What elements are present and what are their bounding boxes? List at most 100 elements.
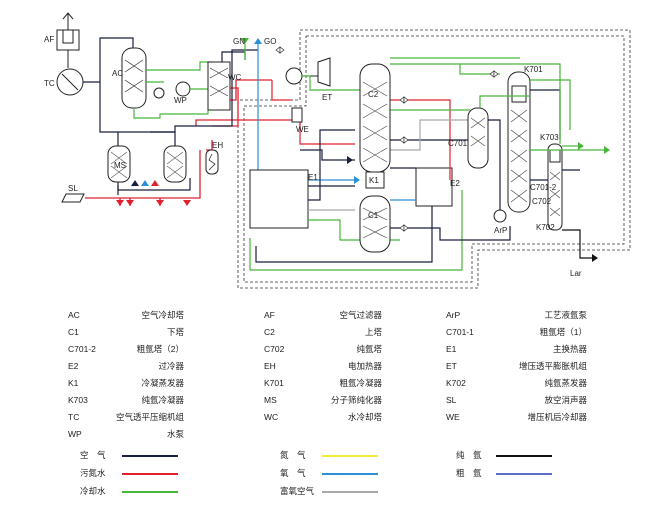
air-cooling-tower-ac (121, 47, 147, 109)
legend-code: AF (264, 310, 275, 320)
label-lar: Lar (570, 269, 582, 278)
label-c1: C1 (368, 211, 379, 220)
legend-code: E1 (446, 344, 457, 354)
condenser-evaporator-k1 (365, 171, 385, 189)
silencer-sl (61, 193, 85, 203)
legend-code: C2 (264, 327, 275, 337)
molecular-sieve-ms (107, 145, 187, 183)
legend-code: WE (446, 412, 460, 422)
legend-desc: 纯氩冷凝器 (141, 395, 184, 405)
label-af: AF (44, 35, 54, 44)
legend-code: C701-2 (68, 344, 96, 354)
legend-code: C702 (264, 344, 285, 354)
legend-code: WP (68, 429, 82, 439)
line-legend-label: 污氮水 (80, 468, 106, 478)
legend-desc: 放空消声器 (544, 395, 587, 405)
legend-desc: 冷凝蒸发器 (141, 378, 184, 388)
legend-desc: 粗氩塔（2） (136, 344, 184, 354)
legend-desc: 上塔 (364, 327, 382, 337)
lower-column-c1 (359, 195, 391, 253)
label-ac: AC (112, 69, 123, 78)
booster-aftercooler-we (291, 107, 303, 123)
line-legend-swatch (322, 473, 378, 475)
main-heat-exchanger-e1 (249, 169, 309, 229)
legend-desc: 水泵 (166, 429, 184, 439)
legend-desc: 空气透平压缩机组 (115, 412, 184, 422)
label-go: GO (264, 37, 276, 46)
compressor-tc (56, 50, 84, 96)
legend-code: C1 (68, 327, 79, 337)
water-pump-wp (153, 81, 191, 99)
line-legend-label: 空 气 (80, 450, 106, 460)
label-we: WE (296, 125, 309, 134)
label-wc: WC (228, 73, 242, 82)
line-legend-swatch (122, 473, 178, 475)
crude-argon-column-k701 (507, 71, 531, 213)
pure-argon-column-c702 (547, 143, 563, 231)
legend-desc: 工艺液氩泵 (544, 310, 587, 320)
legend-code: ET (446, 361, 457, 371)
legend-code: K701 (264, 378, 284, 388)
label-sl: SL (68, 184, 78, 193)
right-process-lines (460, 63, 604, 259)
label-k702: K702 (536, 223, 555, 232)
label-e2: E2 (450, 179, 460, 188)
legend-code: C701-1 (446, 327, 474, 337)
legend-desc: 分子筛纯化器 (330, 395, 382, 405)
line-legend-label: 冷却水 (80, 486, 106, 496)
legend-desc: 纯氩蒸发器 (544, 378, 587, 388)
process-flow-diagram: AF TC AC WP WC MS EH SL GN GO ET WE E1 C… (44, 12, 631, 289)
cooling-water-lines (133, 61, 212, 119)
legend-code: WC (264, 412, 279, 422)
crude-argon-column-c701 (467, 107, 489, 169)
flow-arrows (116, 38, 262, 206)
label-et: ET (322, 93, 332, 102)
right-flow-arrows (347, 142, 610, 262)
legend-desc: 主换热器 (552, 344, 587, 354)
legend-code: SL (446, 395, 457, 405)
electric-heater-eh (205, 149, 219, 175)
equipment-legend: AC 空气冷却塔 C1 下塔 C701-2 粗氩塔（2） E2 过冷器 K1 冷… (0, 300, 659, 514)
legend-desc: 过冷器 (158, 361, 184, 371)
label-e1: E1 (308, 173, 318, 182)
valve-symbols (275, 46, 499, 232)
nitrogen-to-wc (221, 51, 246, 62)
legend-code: ArP (446, 310, 461, 320)
line-legend-swatch (122, 455, 178, 457)
legend-desc: 增压机后冷却器 (527, 412, 587, 422)
line-legend-swatch (496, 473, 552, 475)
label-wp: WP (174, 96, 187, 105)
label-tc: TC (44, 79, 55, 88)
cold-box-outline (237, 29, 631, 289)
legend-desc: 电加热器 (347, 361, 382, 371)
label-k701: K701 (524, 65, 543, 74)
legend-desc: 水冷却塔 (347, 412, 382, 422)
legend-code: EH (264, 361, 276, 371)
label-gn: GN (233, 37, 245, 46)
legend-code: E2 (68, 361, 79, 371)
air-filter-af (56, 12, 80, 51)
label-k1: K1 (369, 176, 379, 185)
line-legend-label: 粗 氩 (456, 468, 482, 478)
water-cooling-tower-wc (207, 61, 231, 111)
legend-desc: 增压透平膨胀机组 (518, 361, 587, 371)
label-ms: MS (114, 161, 126, 170)
legend-code: K703 (68, 395, 88, 405)
line-legend-label: 纯 氩 (456, 450, 482, 460)
legend-code: TC (68, 412, 80, 422)
upper-column-c2 (359, 63, 391, 173)
label-c701-2: C701-2 (530, 183, 557, 192)
legend-desc: 粗氩冷凝器 (339, 378, 382, 388)
legend-desc: 粗氩塔（1） (539, 327, 587, 337)
label-c2: C2 (368, 90, 379, 99)
legend-code: AC (68, 310, 80, 320)
label-eh: EH (212, 141, 223, 150)
label-c702: C702 (532, 197, 552, 206)
line-legend-swatch (122, 491, 178, 493)
legend-desc: 空气过滤器 (339, 310, 382, 320)
label-arp: ArP (494, 226, 507, 235)
line-legend-label: 氧 气 (280, 468, 306, 478)
legend-desc: 空气冷却塔 (141, 310, 184, 320)
legend-desc: 纯氩塔 (356, 344, 382, 354)
line-legend-label: 氮 气 (280, 450, 306, 460)
